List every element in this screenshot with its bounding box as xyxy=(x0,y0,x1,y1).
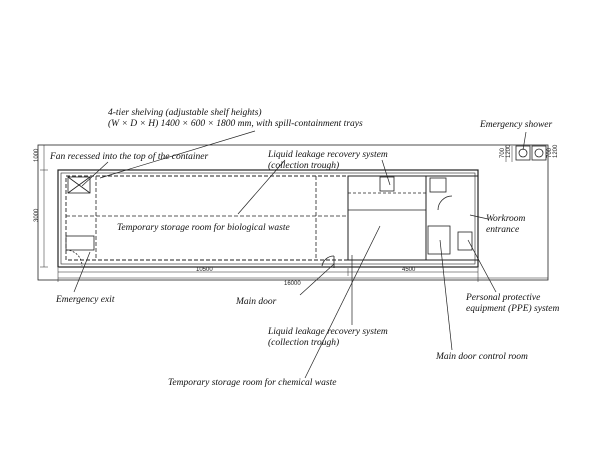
shower-fixture-a xyxy=(515,145,531,161)
shower-basin-b xyxy=(534,148,544,158)
label-chem-room: Temporary storage room for chemical wast… xyxy=(168,378,337,388)
control-room-outline xyxy=(425,175,479,261)
leader-fan xyxy=(81,161,109,187)
dim-height-text: 3000 xyxy=(34,208,40,222)
label-shelving-line1: 4-tier shelving (adjustable shelf height… xyxy=(108,108,262,118)
fan-cross-b xyxy=(67,176,91,194)
control-room-cabinet xyxy=(427,225,451,255)
label-ppe-line1: Personal protective xyxy=(466,293,541,303)
chem-room-box xyxy=(379,176,395,192)
leader-leak-top xyxy=(237,159,286,215)
dim-shower-a: 700 xyxy=(500,147,506,158)
label-leak-bottom-line1: Liquid leakage recovery system xyxy=(268,327,388,337)
bio-room-outline xyxy=(65,175,349,261)
label-leak-bottom-line2: (collection trough) xyxy=(268,338,340,348)
leader-control-room xyxy=(439,239,453,351)
control-door-swing xyxy=(437,195,453,211)
leader-chem xyxy=(304,225,381,379)
label-leak-top-line2: (collection trough) xyxy=(268,161,340,171)
chem-room-outline xyxy=(347,175,427,261)
dim-total-text: 16000 xyxy=(284,281,301,287)
label-leak-top-line1: Liquid leakage recovery system xyxy=(268,150,388,160)
label-main-door: Main door xyxy=(236,297,277,307)
leader-main-door xyxy=(299,263,335,296)
dim-chem-text: 4500 xyxy=(402,267,416,273)
label-fan: Fan recessed into the top of the contain… xyxy=(50,152,209,162)
container-outline xyxy=(37,144,549,281)
label-workroom-line2: entrance xyxy=(486,225,520,235)
control-room-panel xyxy=(429,177,447,193)
shower-basin-a xyxy=(518,148,528,158)
label-bio-room: Temporary storage room for biological wa… xyxy=(116,223,291,234)
leader-exit xyxy=(73,251,91,293)
label-emergency-shower: Emergency shower xyxy=(480,120,553,130)
label-workroom-line1: Workroom xyxy=(486,214,526,224)
emergency-exit-door xyxy=(65,235,95,251)
building-outline xyxy=(57,169,479,268)
label-ppe-line2: equipment (PPE) system xyxy=(466,304,560,314)
dim-shower-d: 1200 xyxy=(553,144,559,158)
shower-fixture-b xyxy=(531,145,547,161)
dim-bio-text: 10500 xyxy=(196,267,213,273)
dim-shower-c: 700 xyxy=(547,147,553,158)
label-control-room: Main door control room xyxy=(436,352,528,362)
dim-shower-b: 1200 xyxy=(506,144,512,158)
emergency-exit-swing xyxy=(65,249,83,267)
ppe-cabinet xyxy=(457,231,473,251)
leader-leak-top-b xyxy=(381,159,391,186)
leader-ppe xyxy=(467,239,497,293)
building-inner-wall xyxy=(60,172,476,265)
leader-workroom xyxy=(469,214,489,220)
fan-unit xyxy=(67,176,91,194)
dim-top-text: 1000 xyxy=(34,148,40,162)
label-shelving-line2: (W × D × H) 1400 × 600 × 1800 mm, with s… xyxy=(108,119,363,129)
leader-shower xyxy=(522,131,527,151)
main-door-swing xyxy=(321,255,335,267)
leader-shelving xyxy=(99,130,256,179)
label-emergency-exit: Emergency exit xyxy=(56,295,115,305)
